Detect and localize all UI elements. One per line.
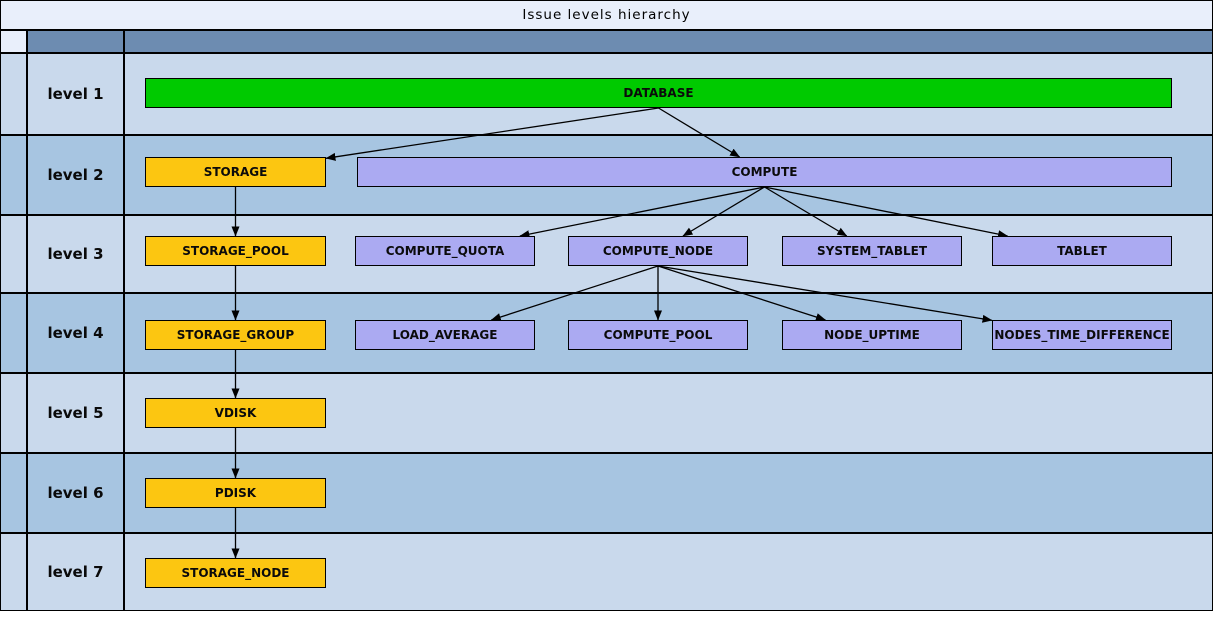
row-2-gutter xyxy=(0,135,27,215)
level-5-text: level 5 xyxy=(47,404,104,422)
row-3-gutter xyxy=(0,215,27,293)
row-5-level-label: level 5 xyxy=(27,373,124,453)
level-1-text: level 1 xyxy=(47,85,104,103)
node-database: DATABASE xyxy=(145,78,1172,108)
row-1-level-label: level 1 xyxy=(27,53,124,135)
node-vdisk: VDISK xyxy=(145,398,326,428)
row-4-gutter xyxy=(0,293,27,373)
node-storage-group: STORAGE_GROUP xyxy=(145,320,326,350)
node-tablet: TABLET xyxy=(992,236,1172,266)
row-3-level-label: level 3 xyxy=(27,215,124,293)
node-pdisk: PDISK xyxy=(145,478,326,508)
node-system-tablet: SYSTEM_TABLET xyxy=(782,236,962,266)
level-7-text: level 7 xyxy=(47,563,104,581)
node-node-uptime: NODE_UPTIME xyxy=(782,320,962,350)
node-nodes-time-difference: NODES_TIME_DIFFERENCE xyxy=(992,320,1172,350)
node-compute-pool: COMPUTE_POOL xyxy=(568,320,748,350)
diagram-title-text: Issue levels hierarchy xyxy=(522,7,691,23)
header-main-column-cell xyxy=(124,30,1213,53)
node-compute: COMPUTE xyxy=(357,157,1172,187)
row-4-level-label: level 4 xyxy=(27,293,124,373)
level-3-text: level 3 xyxy=(47,245,104,263)
node-load-average: LOAD_AVERAGE xyxy=(355,320,535,350)
level-6-text: level 6 xyxy=(47,484,104,502)
header-level-column-cell xyxy=(27,30,124,53)
node-compute-node: COMPUTE_NODE xyxy=(568,236,748,266)
node-storage-node: STORAGE_NODE xyxy=(145,558,326,588)
header-gutter-cell xyxy=(0,30,27,53)
row-5-gutter xyxy=(0,373,27,453)
node-storage: STORAGE xyxy=(145,157,326,187)
row-2-level-label: level 2 xyxy=(27,135,124,215)
row-6-canvas xyxy=(124,453,1213,533)
row-6-gutter xyxy=(0,453,27,533)
row-7-level-label: level 7 xyxy=(27,533,124,611)
diagram-title: Issue levels hierarchy xyxy=(0,0,1213,30)
level-4-text: level 4 xyxy=(47,324,104,342)
row-7-gutter xyxy=(0,533,27,611)
level-2-text: level 2 xyxy=(47,166,104,184)
node-compute-quota: COMPUTE_QUOTA xyxy=(355,236,535,266)
node-storage-pool: STORAGE_POOL xyxy=(145,236,326,266)
row-1-gutter xyxy=(0,53,27,135)
row-6-level-label: level 6 xyxy=(27,453,124,533)
